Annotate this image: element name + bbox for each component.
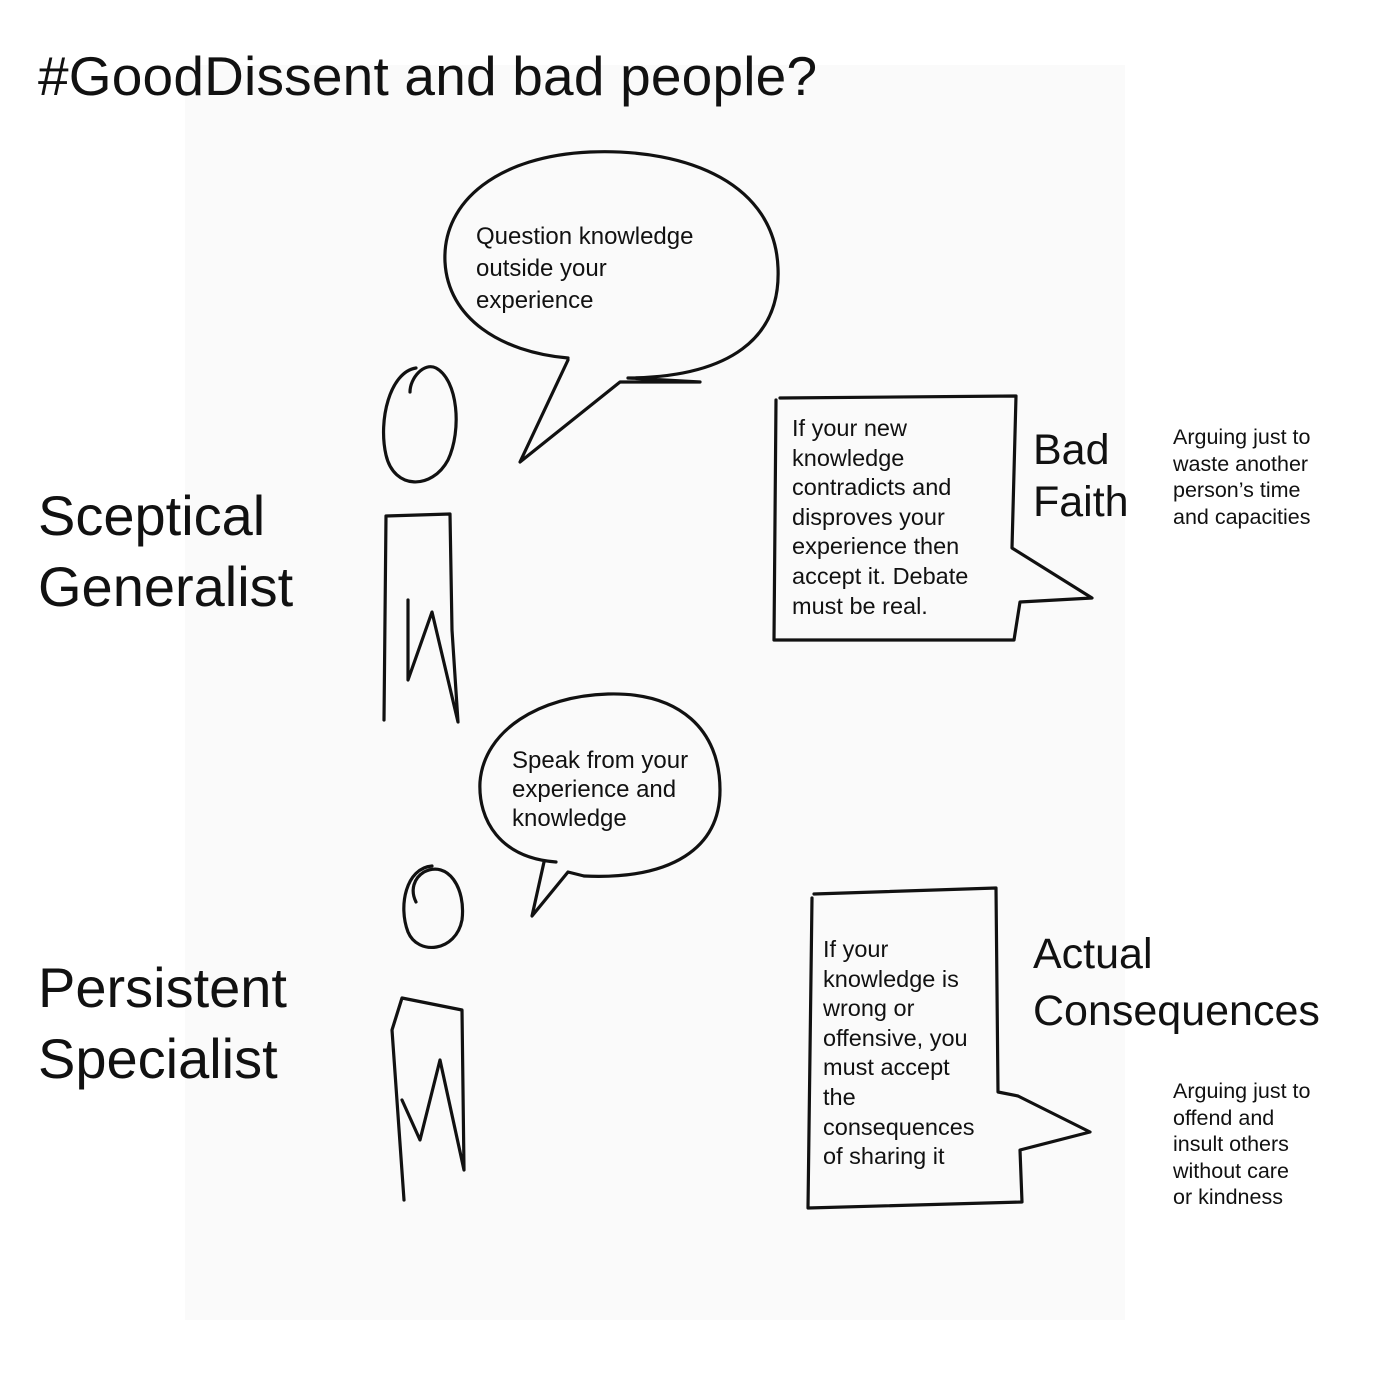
figure-head-specialist xyxy=(402,864,465,949)
definition-actual-consequences: Arguing just to offend and insult others… xyxy=(1173,1079,1311,1210)
sketch-panel xyxy=(185,65,1125,1320)
speech-bubble-generalist xyxy=(443,150,780,464)
speech-text-generalist: Question knowledge outside your experien… xyxy=(476,223,694,314)
page-title: #GoodDissent and bad people? xyxy=(38,45,818,107)
term-actual-consequences: Actual Consequences xyxy=(1033,930,1320,1035)
figure-head-generalist xyxy=(381,365,458,484)
rule-text-specialist: If your knowledge is wrong or offensive,… xyxy=(823,936,975,1170)
rule-box-generalist xyxy=(772,394,1094,642)
role-label-sceptical-generalist: Sceptical Generalist xyxy=(38,484,294,618)
speech-text-specialist: Speak from your experience and knowledge xyxy=(512,747,689,832)
rule-text-generalist: If your new knowledge contradicts and di… xyxy=(792,415,969,619)
figure-body-generalist xyxy=(382,512,460,724)
term-bad-faith: Bad Faith xyxy=(1033,426,1129,526)
role-label-persistent-specialist: Persistent Specialist xyxy=(38,956,287,1090)
rule-box-specialist xyxy=(806,886,1092,1210)
speech-bubble-specialist xyxy=(478,692,722,918)
figure-body-specialist xyxy=(390,996,466,1202)
definition-bad-faith: Arguing just to waste another person’s t… xyxy=(1173,425,1311,529)
